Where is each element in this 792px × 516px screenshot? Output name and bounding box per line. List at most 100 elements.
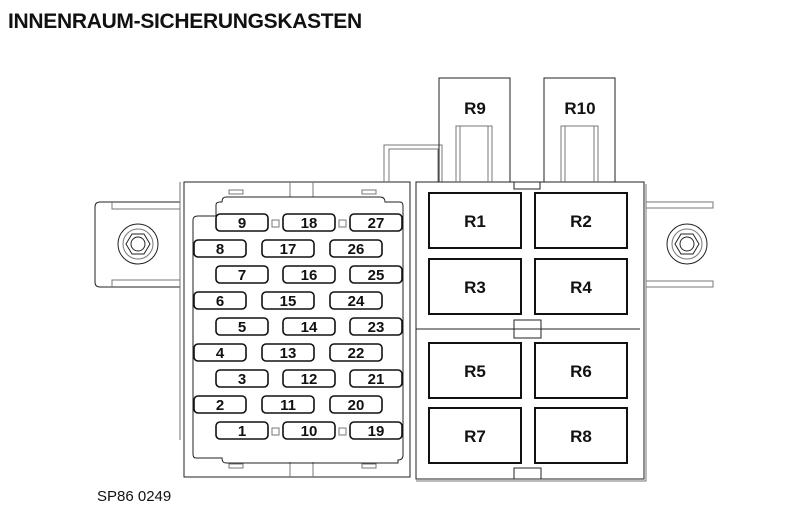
fuse-slot[interactable] bbox=[215, 369, 269, 388]
fuse-slot[interactable] bbox=[349, 213, 403, 232]
fuse-slot[interactable] bbox=[282, 265, 336, 284]
fuse-label: 12 bbox=[301, 371, 318, 388]
relay-r7[interactable]: R7 bbox=[428, 407, 522, 464]
fuse-8[interactable]: 8 bbox=[193, 239, 247, 258]
relay-r1[interactable]: R1 bbox=[428, 192, 522, 249]
fuse-slot[interactable] bbox=[282, 369, 336, 388]
fuse-label: 22 bbox=[348, 345, 365, 362]
fuse-9[interactable]: 9 bbox=[215, 213, 269, 232]
right-mounting-bracket bbox=[646, 201, 714, 288]
relay-r6[interactable]: R6 bbox=[534, 342, 628, 399]
fuse-12[interactable]: 12 bbox=[282, 369, 336, 388]
relay-slot[interactable] bbox=[534, 407, 628, 464]
relay-r5[interactable]: R5 bbox=[428, 342, 522, 399]
fuse-16[interactable]: 16 bbox=[282, 265, 336, 284]
fuse-slot[interactable] bbox=[261, 239, 315, 258]
relay-r3[interactable]: R3 bbox=[428, 258, 522, 315]
fuse-slot[interactable] bbox=[261, 343, 315, 362]
relay-r4[interactable]: R4 bbox=[534, 258, 628, 315]
fuse-label: 3 bbox=[238, 371, 246, 388]
fuse-10[interactable]: 10 bbox=[282, 421, 336, 440]
fuse-4[interactable]: 4 bbox=[193, 343, 247, 362]
fuse-7[interactable]: 7 bbox=[215, 265, 269, 284]
relay-slot[interactable] bbox=[428, 192, 522, 249]
relay-label: R1 bbox=[464, 212, 486, 231]
fuse-label: 9 bbox=[238, 215, 246, 232]
fuse-25[interactable]: 25 bbox=[349, 265, 403, 284]
fuse-slot[interactable] bbox=[261, 395, 315, 414]
relay-r2[interactable]: R2 bbox=[534, 192, 628, 249]
fuse-18[interactable]: 18 bbox=[282, 213, 336, 232]
fuse-20[interactable]: 20 bbox=[329, 395, 383, 414]
fuse-17[interactable]: 17 bbox=[261, 239, 315, 258]
relay-label: R9 bbox=[464, 99, 486, 118]
fuse-slot[interactable] bbox=[215, 213, 269, 232]
fuse-3[interactable]: 3 bbox=[215, 369, 269, 388]
fuse-slot[interactable] bbox=[282, 317, 336, 336]
fuse-19[interactable]: 19 bbox=[349, 421, 403, 440]
left-mounting-bracket bbox=[94, 201, 180, 288]
fuse-slot[interactable] bbox=[193, 291, 247, 310]
fuse-5[interactable]: 5 bbox=[215, 317, 269, 336]
fuse-slot[interactable] bbox=[349, 317, 403, 336]
diagram-title: INNENRAUM-SICHERUNGSKASTEN bbox=[8, 10, 362, 33]
fuse-slot[interactable] bbox=[329, 395, 383, 414]
fuse-slot[interactable] bbox=[193, 343, 247, 362]
fuse-slot[interactable] bbox=[193, 395, 247, 414]
fuse-slot[interactable] bbox=[282, 421, 336, 440]
fuse-label: 6 bbox=[216, 293, 224, 310]
relay-slot[interactable] bbox=[428, 342, 522, 399]
fuse-14[interactable]: 14 bbox=[282, 317, 336, 336]
fuse-6[interactable]: 6 bbox=[193, 291, 247, 310]
fuse-24[interactable]: 24 bbox=[329, 291, 383, 310]
fuse-label: 18 bbox=[301, 215, 318, 232]
fuse-label: 4 bbox=[216, 345, 225, 362]
relay-slot[interactable] bbox=[534, 258, 628, 315]
relay-label: R10 bbox=[564, 99, 595, 118]
relay-r10[interactable]: R10 bbox=[564, 99, 595, 118]
fuse-11[interactable]: 11 bbox=[261, 395, 315, 414]
relay-slot[interactable] bbox=[534, 342, 628, 399]
fuse-15[interactable]: 15 bbox=[261, 291, 315, 310]
fuse-slot[interactable] bbox=[329, 239, 383, 258]
fuse-slot[interactable] bbox=[349, 421, 403, 440]
fuse-27[interactable]: 27 bbox=[349, 213, 403, 232]
fuse-slot[interactable] bbox=[282, 213, 336, 232]
fuse-label: 8 bbox=[216, 241, 224, 258]
fuse-slot[interactable] bbox=[349, 369, 403, 388]
fuse-label: 23 bbox=[368, 319, 385, 336]
fuse-13[interactable]: 13 bbox=[261, 343, 315, 362]
fuse-slot[interactable] bbox=[215, 265, 269, 284]
fuse-label: 1 bbox=[238, 423, 246, 440]
relay-slot[interactable] bbox=[534, 192, 628, 249]
fuse-21[interactable]: 21 bbox=[349, 369, 403, 388]
fuse-slot[interactable] bbox=[261, 291, 315, 310]
relay-r8[interactable]: R8 bbox=[534, 407, 628, 464]
fuse-label: 21 bbox=[368, 371, 385, 388]
fuse-label: 25 bbox=[368, 267, 385, 284]
fuse-housing bbox=[179, 144, 443, 478]
relay-label: R7 bbox=[464, 427, 486, 446]
relay-r9[interactable]: R9 bbox=[464, 99, 486, 118]
fuse-label: 17 bbox=[280, 241, 297, 258]
fuse-slot[interactable] bbox=[215, 421, 269, 440]
fuse-slot[interactable] bbox=[215, 317, 269, 336]
relay-slot[interactable] bbox=[428, 258, 522, 315]
relay-slot[interactable] bbox=[428, 407, 522, 464]
fuse-label: 7 bbox=[238, 267, 246, 284]
fuse-26[interactable]: 26 bbox=[329, 239, 383, 258]
fuse-slot[interactable] bbox=[329, 343, 383, 362]
relay-label: R3 bbox=[464, 278, 486, 297]
figure-code: SP86 0249 bbox=[97, 488, 172, 505]
fuse-1[interactable]: 1 bbox=[215, 421, 269, 440]
fuse-slot[interactable] bbox=[193, 239, 247, 258]
fuse-label: 5 bbox=[238, 319, 246, 336]
fuse-22[interactable]: 22 bbox=[329, 343, 383, 362]
fuse-slot[interactable] bbox=[329, 291, 383, 310]
fuse-slot[interactable] bbox=[349, 265, 403, 284]
fuse-2[interactable]: 2 bbox=[193, 395, 247, 414]
relay-label: R2 bbox=[570, 212, 592, 231]
fuse-23[interactable]: 23 bbox=[349, 317, 403, 336]
relay-label: R8 bbox=[570, 427, 592, 446]
